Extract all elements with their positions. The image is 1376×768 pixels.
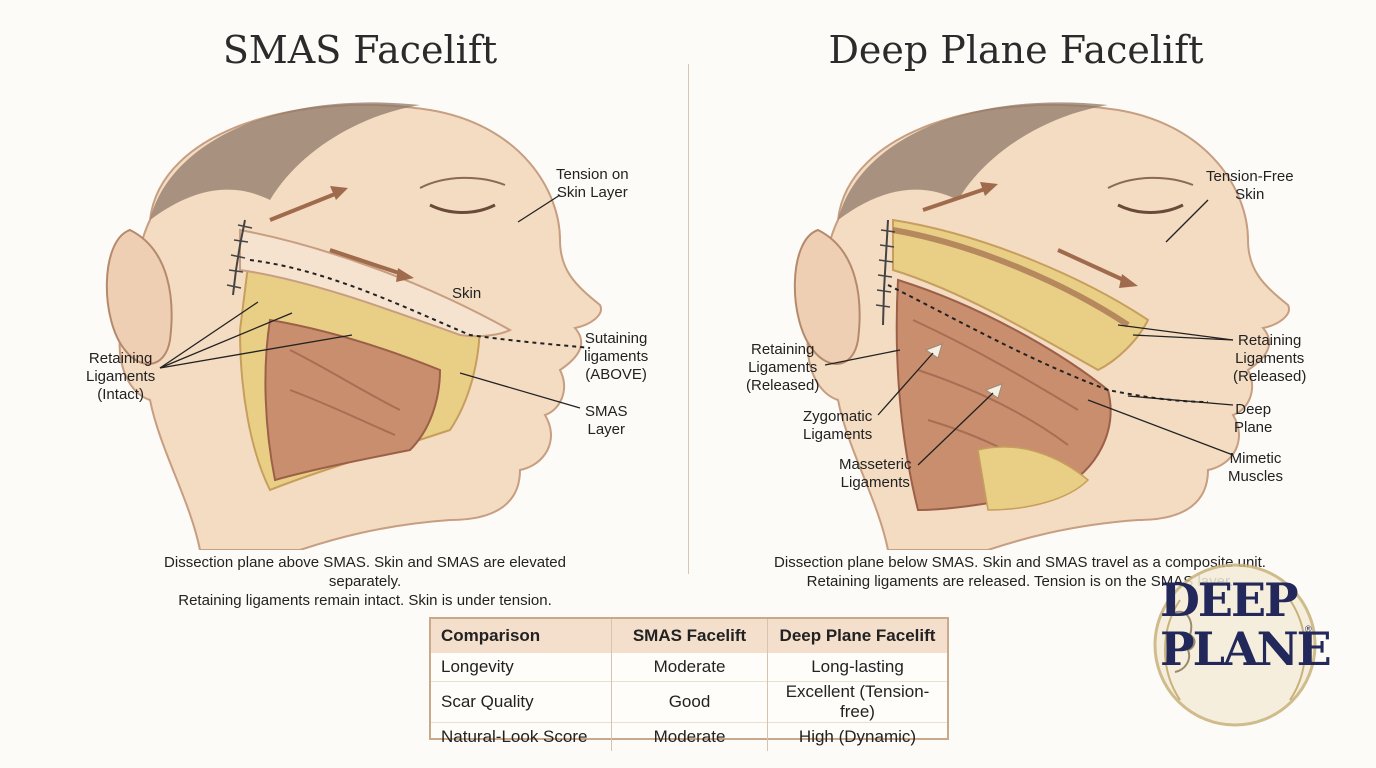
smas-face-illustration [0, 70, 680, 550]
header-deep-plane: Deep Plane Facelift [768, 619, 948, 653]
label-retaining-ligaments-released-left: Retaining Ligaments (Released) [746, 341, 819, 395]
header-comparison: Comparison [431, 619, 612, 653]
smas-title: SMAS Facelift [80, 28, 640, 72]
label-zygomatic-ligaments: Zygomatic Ligaments [803, 408, 872, 444]
label-mimetic-muscles: Mimetic Muscles [1228, 450, 1283, 486]
table-row: Longevity Moderate Long-lasting [431, 653, 947, 682]
label-tension-on-skin: Tension on Skin Layer [556, 166, 629, 202]
smas-caption-line2: Retaining ligaments remain intact. Skin … [130, 591, 600, 610]
logo-text-deep: DEEP [1160, 573, 1297, 627]
header-smas: SMAS Facelift [612, 619, 768, 653]
logo-registered-mark: ® [1305, 624, 1312, 634]
cell-metric: Scar Quality [431, 682, 612, 723]
cell-metric: Natural-Look Score [431, 723, 612, 752]
table-row: Natural-Look Score Moderate High (Dynami… [431, 723, 947, 752]
label-retaining-ligaments-released-right: Retaining Ligaments (Released) [1233, 332, 1306, 386]
label-smas-layer: SMAS Layer [585, 403, 628, 439]
label-tension-free-skin: Tension-Free Skin [1206, 168, 1294, 204]
cell-smas: Moderate [612, 723, 768, 752]
label-deep-plane: Deep Plane [1234, 401, 1272, 437]
deep-plane-title: Deep Plane Facelift [736, 28, 1296, 72]
table-header-row: Comparison SMAS Facelift Deep Plane Face… [431, 619, 947, 653]
label-retaining-ligaments-intact: Retaining Ligaments (Intact) [86, 350, 155, 404]
cell-smas: Moderate [612, 653, 768, 682]
label-masseteric-ligaments: Masseteric Ligaments [839, 456, 912, 492]
cell-deep-plane: Excellent (Tension-free) [768, 682, 948, 723]
label-skin: Skin [452, 285, 481, 303]
cell-deep-plane: Long-lasting [768, 653, 948, 682]
cell-smas: Good [612, 682, 768, 723]
label-sustaining-ligaments: Sutaining ligaments (ABOVE) [584, 330, 648, 384]
comparison-table: Comparison SMAS Facelift Deep Plane Face… [429, 617, 949, 740]
table-row: Scar Quality Good Excellent (Tension-fre… [431, 682, 947, 723]
smas-caption: Dissection plane above SMAS. Skin and SM… [130, 553, 600, 610]
smas-caption-line1: Dissection plane above SMAS. Skin and SM… [130, 553, 600, 591]
cell-metric: Longevity [431, 653, 612, 682]
cell-deep-plane: High (Dynamic) [768, 723, 948, 752]
